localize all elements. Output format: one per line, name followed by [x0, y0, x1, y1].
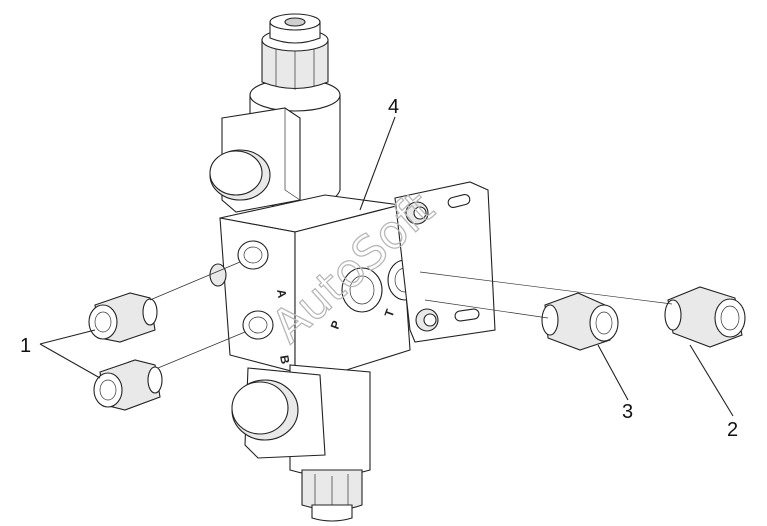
bottom-solenoid [231, 364, 371, 522]
port-a-label: A [274, 288, 289, 299]
fitting-2 [664, 286, 746, 348]
callout-4: 4 [388, 96, 399, 118]
valve-block: A B P T [209, 194, 423, 373]
fitting-3 [541, 292, 619, 351]
fitting-1-upper [88, 292, 158, 343]
fitting-1-lower [93, 359, 163, 411]
port-b-label: B [277, 354, 292, 365]
port-a [237, 240, 269, 270]
port-b [242, 310, 274, 340]
callout-3: 3 [622, 401, 633, 423]
callout-2: 2 [727, 419, 738, 441]
port-p [341, 267, 383, 313]
top-solenoid [209, 13, 341, 213]
callout-1: 1 [20, 335, 31, 357]
assembly-lines [149, 261, 673, 369]
leader-lines [39, 116, 734, 417]
mounting-bracket [394, 181, 496, 343]
